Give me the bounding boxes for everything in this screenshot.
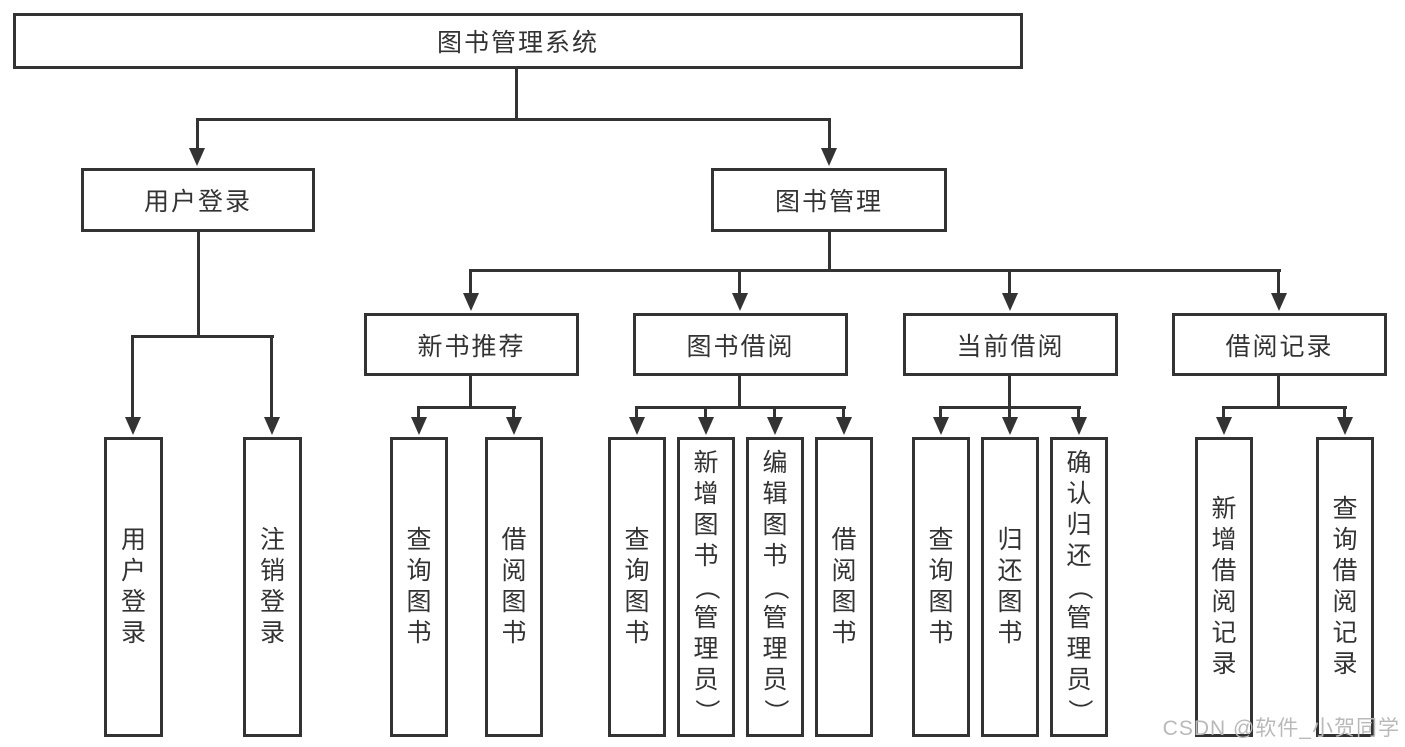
arrow-down-icon: [1216, 417, 1232, 435]
arrow-down-icon: [767, 417, 783, 435]
node-borrow-records: 借阅记录: [1172, 313, 1387, 376]
connector-level2-bar: [196, 118, 831, 121]
leaf-borrow-add: 新增图书（管理员）: [677, 437, 735, 737]
connector-user-login-bar: [131, 335, 274, 338]
connector-to-leaf: [512, 406, 515, 420]
arrow-down-icon: [506, 417, 522, 435]
arrow-down-icon: [698, 417, 714, 435]
node-user-login: 用户登录: [81, 168, 315, 232]
leaf-borrow-borrow: 借阅图书: [815, 437, 873, 737]
leaf-records-query: 查询借阅记录: [1316, 437, 1374, 737]
arrow-down-icon: [264, 417, 280, 435]
leaf-borrow-query-label: 查询图书: [624, 526, 650, 647]
node-user-login-label: 用户登录: [143, 188, 252, 216]
connector-to-leaf: [939, 406, 942, 420]
node-new-books: 新书推荐: [364, 313, 579, 376]
arrow-down-icon: [933, 417, 949, 435]
arrow-down-icon: [629, 417, 645, 435]
leaf-logout-label: 注销登录: [259, 526, 285, 647]
leaf-records-add-label: 新增借阅记录: [1211, 495, 1237, 678]
leaf-current-return-label: 归还图书: [997, 526, 1023, 647]
arrow-down-icon: [463, 293, 479, 311]
connector-to-leaf: [1222, 406, 1225, 420]
connector-book-borrow-stem: [738, 374, 741, 409]
connector-to-book-mgmt: [828, 118, 831, 151]
node-book-borrow-label: 图书借阅: [686, 332, 795, 361]
arrow-down-icon: [411, 417, 427, 435]
node-current-borrow-label: 当前借阅: [956, 332, 1065, 361]
node-borrow-records-label: 借阅记录: [1225, 332, 1334, 361]
leaf-newbooks-borrow-label: 借阅图书: [501, 526, 527, 647]
connector-group-bar: [1222, 406, 1347, 409]
node-current-borrow: 当前借阅: [903, 313, 1118, 376]
connector-root-trunk: [515, 67, 518, 121]
leaf-borrow-edit-label: 编辑图书（管理员）: [761, 448, 790, 724]
node-book-borrow: 图书借阅: [633, 313, 848, 376]
arrow-down-icon: [1002, 293, 1018, 311]
arrow-down-icon: [732, 293, 748, 311]
connector-to-leaf: [1077, 406, 1080, 420]
connector-borrow-records-stem: [1277, 374, 1280, 409]
node-book-mgmt: 图书管理: [711, 168, 947, 232]
arrow-down-icon: [1002, 417, 1018, 435]
leaf-newbooks-query-label: 查询图书: [406, 526, 432, 647]
leaf-records-add: 新增借阅记录: [1195, 437, 1253, 737]
connector-level3-bar: [469, 269, 1281, 272]
connector-current-borrow-stem: [1008, 374, 1011, 409]
connector-to-leaf: [1008, 406, 1011, 420]
leaf-newbooks-borrow: 借阅图书: [485, 437, 543, 737]
connector-user-login-stem: [197, 231, 200, 338]
arrow-down-icon: [821, 148, 837, 166]
connector-group-bar: [417, 406, 516, 409]
arrow-down-icon: [1271, 293, 1287, 311]
arrow-down-icon: [836, 417, 852, 435]
connector-new-books-stem: [469, 374, 472, 409]
connector-to-leaf: [1343, 406, 1346, 420]
connector-to-leaf: [417, 406, 420, 420]
node-book-mgmt-label: 图书管理: [774, 188, 883, 216]
connector-to-leaf: [131, 335, 134, 419]
connector-to-borrow-records: [1277, 269, 1280, 296]
leaf-records-query-label: 查询借阅记录: [1332, 495, 1358, 678]
leaf-borrow-add-label: 新增图书（管理员）: [692, 448, 721, 724]
leaf-current-query-label: 查询图书: [928, 526, 954, 647]
leaf-borrow-edit: 编辑图书（管理员）: [746, 437, 804, 737]
connector-to-current-borrow: [1008, 269, 1011, 296]
leaf-logout: 注销登录: [243, 437, 302, 737]
arrow-down-icon: [189, 148, 205, 166]
arrow-down-icon: [125, 417, 141, 435]
leaf-current-return: 归还图书: [981, 437, 1039, 737]
leaf-borrow-query: 查询图书: [608, 437, 666, 737]
leaf-user-login: 用户登录: [104, 437, 163, 737]
connector-to-new-books: [469, 269, 472, 296]
node-root-label: 图书管理系统: [436, 29, 599, 57]
arrow-down-icon: [1337, 417, 1353, 435]
connector-group-bar: [635, 406, 846, 409]
node-new-books-label: 新书推荐: [417, 332, 526, 361]
connector-book-mgmt-stem: [828, 231, 831, 271]
connector-to-user-login: [196, 118, 199, 151]
leaf-borrow-borrow-label: 借阅图书: [831, 526, 857, 647]
leaf-current-confirm-label: 确认归还（管理员）: [1065, 448, 1094, 724]
leaf-newbooks-query: 查询图书: [390, 437, 448, 737]
connector-to-leaf: [635, 406, 638, 420]
connector-to-book-borrow: [738, 269, 741, 296]
leaf-current-query: 查询图书: [912, 437, 970, 737]
node-root: 图书管理系统: [13, 13, 1023, 69]
csdn-watermark: CSDN @软件_小贺同学: [1162, 717, 1400, 740]
connector-to-leaf: [270, 335, 273, 419]
connector-to-leaf: [773, 406, 776, 420]
leaf-user-login-label: 用户登录: [120, 526, 146, 647]
connector-to-leaf: [842, 406, 845, 420]
arrow-down-icon: [1071, 417, 1087, 435]
connector-to-leaf: [704, 406, 707, 420]
leaf-current-confirm: 确认归还（管理员）: [1050, 437, 1108, 737]
